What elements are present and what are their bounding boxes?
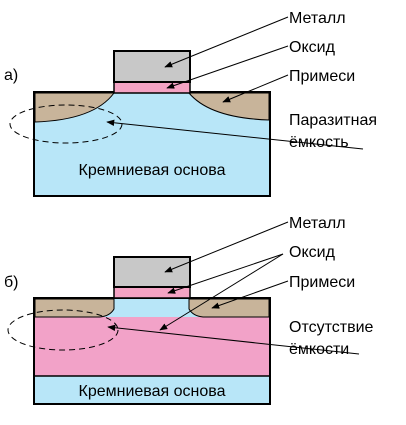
label-oxide-a: Оксид [289, 39, 336, 56]
arrow-capacitance-b [107, 324, 360, 355]
capacitance-ellipse-b [7, 309, 119, 351]
dopant-region-right-b [188, 298, 270, 318]
arrow-dopant-a [222, 74, 289, 103]
diagram-a: а) Кремниевая основа Металл Оксид Примес… [4, 10, 377, 197]
diagram-b: б) Кремниевая основа Металл Оксид Примес… [4, 215, 374, 405]
metal-gate-b [113, 256, 191, 288]
metal-gate-a [113, 50, 191, 83]
arrow-capacitance-a [106, 119, 364, 150]
arrow-oxide-to-insulator-b [159, 253, 284, 331]
arrow-oxide-a [166, 45, 289, 89]
label-capacitance-line2-a: ёмкость [289, 134, 349, 151]
dopant-region-right-a [187, 92, 270, 121]
label-metal-a: Металл [289, 10, 346, 27]
oxide-layer-b [113, 286, 191, 299]
arrow-oxide-to-gate-b [167, 253, 284, 294]
insulator-layer-b [35, 317, 269, 376]
label-oxide-b: Оксид [289, 244, 336, 261]
arrow-metal-b [164, 221, 289, 273]
label-metal-b: Металл [289, 215, 346, 232]
arrow-dopant-b [211, 280, 289, 309]
dopant-region-left-a [34, 92, 115, 123]
dopant-region-left-b [34, 298, 115, 318]
base-label-a: Кремниевая основа [79, 162, 226, 179]
part-label-b: б) [4, 274, 19, 291]
label-capacitance-line1-b: Отсутствие [289, 319, 374, 336]
label-capacitance-line1-a: Паразитная [289, 112, 377, 129]
base-label-b: Кремниевая основа [79, 383, 226, 400]
part-label-a: а) [4, 67, 18, 84]
label-dopant-a: Примеси [289, 68, 355, 85]
arrow-metal-a [164, 16, 289, 68]
label-dopant-b: Примеси [289, 274, 355, 291]
